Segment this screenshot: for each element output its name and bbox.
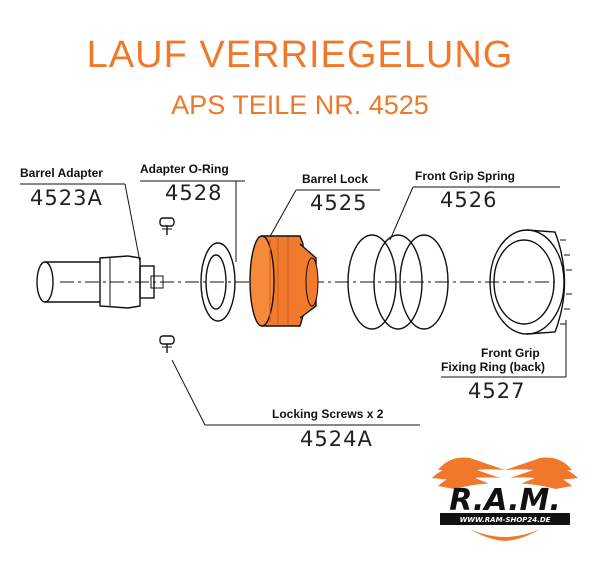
label-front-grip-line1: Front Grip xyxy=(481,346,540,360)
label-barrel-adapter: Barrel Adapter xyxy=(20,166,103,180)
front-grip-spring-part xyxy=(347,234,449,330)
barrel-lock-part xyxy=(249,235,319,327)
ram-logo: R.A.M. WWW.RAM-SHOP24.DE xyxy=(431,457,579,541)
front-grip-ring-part xyxy=(489,229,572,335)
leader-barrel-lock xyxy=(267,189,297,241)
diagram-subtitle: APS TEILE NR. 4525 xyxy=(171,90,429,120)
leader-front-grip-spring xyxy=(389,186,414,241)
locking-screw-bottom xyxy=(159,335,175,353)
leader-locking-screws xyxy=(171,359,206,426)
leader-barrel-adapter xyxy=(124,183,141,263)
number-barrel-lock: 4525 xyxy=(310,191,367,215)
label-barrel-lock: Barrel Lock xyxy=(302,172,368,186)
number-barrel-adapter: 4523A xyxy=(30,186,103,210)
number-locking-screws: 4524A xyxy=(300,427,373,451)
label-adapter-oring: Adapter O-Ring xyxy=(140,162,229,176)
logo-url: WWW.RAM-SHOP24.DE xyxy=(460,516,551,524)
number-front-grip-ring: 4527 xyxy=(468,379,525,403)
label-front-grip-spring: Front Grip Spring xyxy=(415,169,515,183)
number-front-grip-spring: 4526 xyxy=(440,188,497,212)
logo-text: R.A.M. xyxy=(449,483,560,518)
locking-screw-top xyxy=(159,217,175,235)
label-front-grip-line2: Fixing Ring (back) xyxy=(441,360,545,374)
number-adapter-oring: 4528 xyxy=(165,181,222,205)
barrel-adapter-part xyxy=(36,255,164,309)
label-locking-screws: Locking Screws x 2 xyxy=(272,407,384,421)
adapter-oring-part xyxy=(200,242,236,322)
diagram-title: LAUF VERRIEGELUNG xyxy=(86,34,514,76)
